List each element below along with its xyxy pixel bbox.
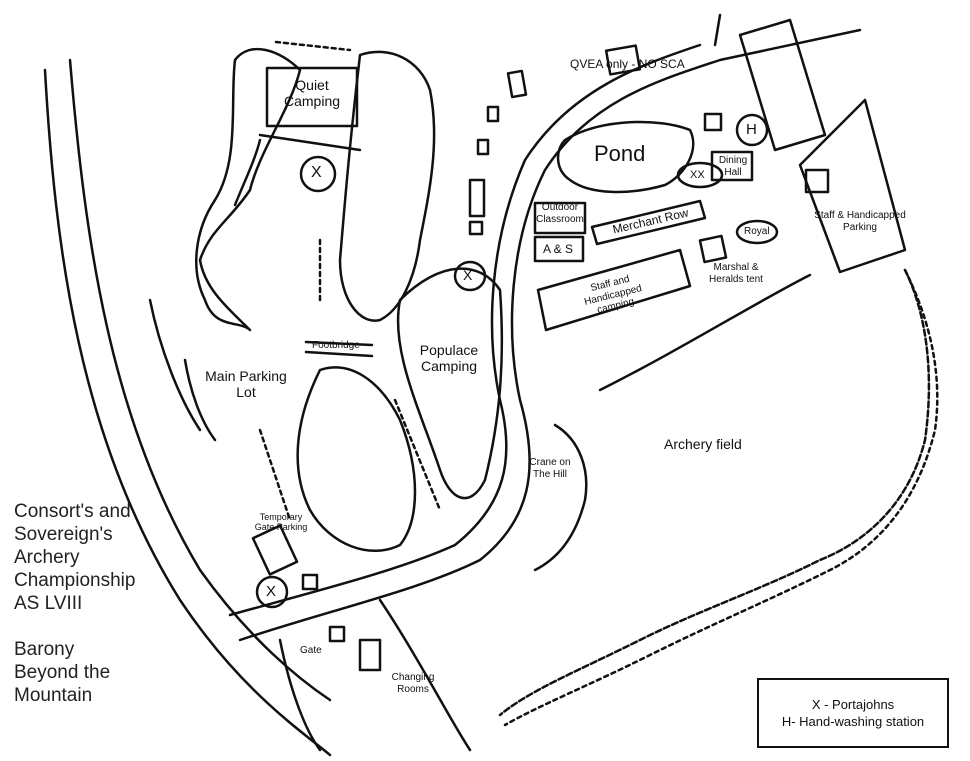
portajohn-marker-1: X <box>311 164 322 181</box>
qvea-sign-label: QVEA only - NO SCA <box>570 57 685 71</box>
merchant-row-box <box>590 199 707 246</box>
trees-south <box>296 366 417 553</box>
main-road-outer <box>238 28 862 642</box>
portajohn-circle-2 <box>453 260 487 292</box>
staff-camping-box <box>536 248 692 332</box>
dining-hall-label: Dining Hall <box>718 155 748 178</box>
royal-label: Royal <box>744 226 770 237</box>
legend-handwash: H- Hand-washing station <box>781 714 925 729</box>
portajohn-marker-3: X <box>266 583 277 600</box>
event-title: Consort's and Sovereign's Archery Champi… <box>14 501 136 706</box>
pond-label: Pond <box>594 141 646 166</box>
handwash-circle <box>735 113 769 147</box>
staff-parking-outline <box>738 18 827 152</box>
gate-road-left <box>278 638 322 752</box>
a-and-s-label: A & S <box>543 242 574 256</box>
portajohn-circle-3 <box>255 575 289 609</box>
crane-on-hill-label: Crane on The Hill <box>529 457 571 480</box>
pond-outline <box>556 120 695 194</box>
outer-road-line <box>43 68 332 757</box>
footbridge-label: Footbridge <box>312 340 360 351</box>
main-parking-label: Main Parking Lot <box>205 368 287 401</box>
temporary-gate-parking-label: Temporary Gate Parking <box>254 512 308 533</box>
parking-boundary-2 <box>183 358 217 442</box>
trees-east <box>498 268 931 717</box>
gate-label: Gate <box>300 645 322 656</box>
changing-rooms-label: Changing Rooms <box>391 672 435 695</box>
map-legend: X - Portajohns H- Hand-washing station <box>757 678 949 748</box>
double-portajohn-marker: XX <box>690 169 705 181</box>
gate-road-right <box>378 598 472 752</box>
portajohn-circle-1 <box>299 155 337 193</box>
handwash-marker: H <box>746 121 757 138</box>
trees-north <box>195 47 302 332</box>
outdoor-classroom-label: Outdoor Classroom <box>536 202 584 225</box>
quiet-camping-label: Quiet Camping <box>283 77 341 110</box>
staff-parking-label: Staff & Handicapped Parking <box>814 210 906 233</box>
archery-field-label: Archery field <box>664 436 742 452</box>
legend-portajohns: X - Portajohns <box>811 697 895 712</box>
marshal-tent-label: Marshal & Heralds tent <box>709 262 763 285</box>
populace-camping-label: Populace Camping <box>419 342 479 375</box>
quiet-camping-box <box>265 66 359 128</box>
portajohn-marker-2: X <box>463 267 473 283</box>
parking-boundary <box>148 298 202 432</box>
trees-center <box>338 50 436 322</box>
populace-camping-outline <box>396 267 504 500</box>
inner-road-line <box>68 58 332 702</box>
